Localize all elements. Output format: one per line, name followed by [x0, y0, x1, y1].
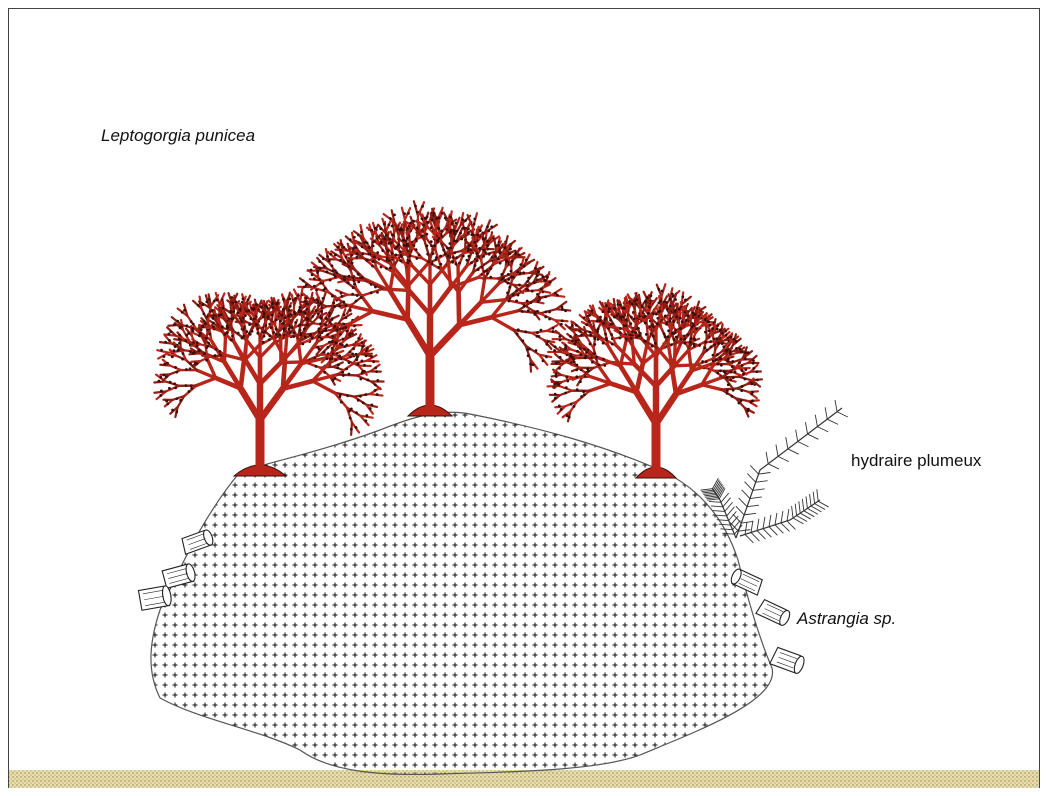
label-leptogorgia-punicea: Leptogorgia punicea [101, 126, 255, 146]
hydroid-plume-icon [701, 400, 848, 543]
rock-substrate [151, 412, 773, 774]
sediment-floor [9, 770, 1039, 788]
coral-center-icon [298, 201, 570, 416]
label-astrangia-sp: Astrangia sp. [797, 609, 896, 629]
label-hydraire-plumeux: hydraire plumeux [851, 451, 981, 471]
